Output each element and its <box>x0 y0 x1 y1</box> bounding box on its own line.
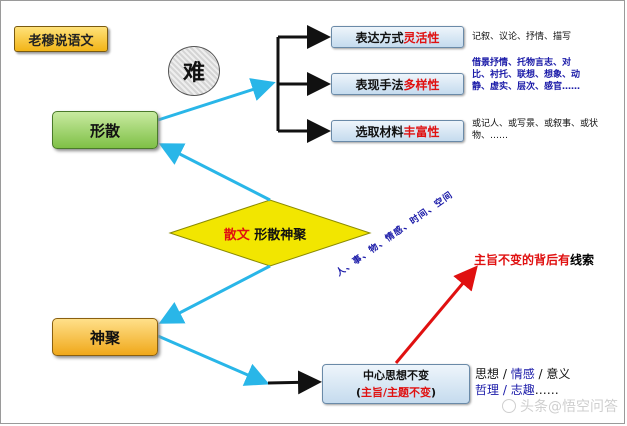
branch-expression-label: 表达方式 <box>355 30 404 45</box>
meaning-philosophy: 哲理 / <box>475 383 511 397</box>
meaning-thought: 思想 / <box>475 367 511 381</box>
motif-red: 主旨不变的背后有 <box>474 253 571 267</box>
diamond-label: 散文 形散神聚 <box>190 224 340 244</box>
center-thought-box: 中心思想不变 (主旨/主题不变) <box>322 364 470 404</box>
watermark-logo-icon <box>502 399 516 413</box>
branch-technique: 表现手法多样性 <box>331 73 464 95</box>
arrow-center-to-motif <box>394 265 478 364</box>
desc-material: 或记人、或写景、或叙事、或状物、…… <box>472 119 599 141</box>
desc-expression: 记叙、议论、抒情、描写 <box>472 32 572 42</box>
branch-material: 选取材料丰富性 <box>331 120 464 142</box>
arrow-diamond-to-form <box>158 143 271 202</box>
motif-label: 主旨不变的背后有线索 <box>474 251 594 268</box>
difficulty-circle: 难 <box>168 46 220 96</box>
branch-material-label: 选取材料 <box>355 124 404 139</box>
node-spirit-gathered: 神聚 <box>52 318 158 356</box>
diamond-rest: 形散神聚 <box>249 228 307 243</box>
watermark-text: 头条@悟空问答 <box>520 399 618 415</box>
motif-black: 线索 <box>570 253 595 267</box>
center-open-paren: ( <box>355 386 361 399</box>
desc-technique: 借景抒情、托物言志、对比、衬托、联想、想象、动静、虚实、层次、感官…… <box>472 58 581 92</box>
diamond-shape <box>168 199 372 267</box>
arrow-spirit-to-center <box>157 334 270 386</box>
branch-material-highlight: 丰富性 <box>403 124 440 139</box>
center-theme-unchanged: 主旨/主题不变 <box>360 386 432 399</box>
meaning-emotion: 情感 <box>510 367 535 381</box>
branch-technique-highlight: 多样性 <box>403 77 440 92</box>
watermark: 头条@悟空问答 <box>502 396 618 416</box>
meaning-line1: 思想 / 情感 / 意义 <box>475 366 570 382</box>
meaning-labels: 思想 / 情感 / 意义 哲理 / 志趣…… <box>475 366 570 398</box>
center-close-paren: ) <box>431 386 437 399</box>
arrow-form-to-branches <box>157 78 276 122</box>
meaning-aspiration: 志趣 <box>510 383 535 397</box>
branch-technique-label: 表现手法 <box>355 77 404 92</box>
arrow-to-center <box>267 370 322 395</box>
arrow-diamond-to-spirit <box>158 264 271 324</box>
branch-expression: 表达方式灵活性 <box>331 26 464 48</box>
branch-expression-highlight: 灵活性 <box>403 30 440 45</box>
meaning-significance: / 意义 <box>534 367 571 381</box>
author-badge: 老穆说语文 <box>14 26 108 52</box>
meaning-ellipsis: …… <box>534 383 559 397</box>
center-line1: 中心思想不变 <box>363 369 429 382</box>
node-form-scattered: 形散 <box>52 111 158 149</box>
meaning-line2: 哲理 / 志趣…… <box>475 382 570 398</box>
center-line2: (主旨/主题不变) <box>356 384 436 401</box>
diamond-highlight: 散文 <box>223 228 250 243</box>
